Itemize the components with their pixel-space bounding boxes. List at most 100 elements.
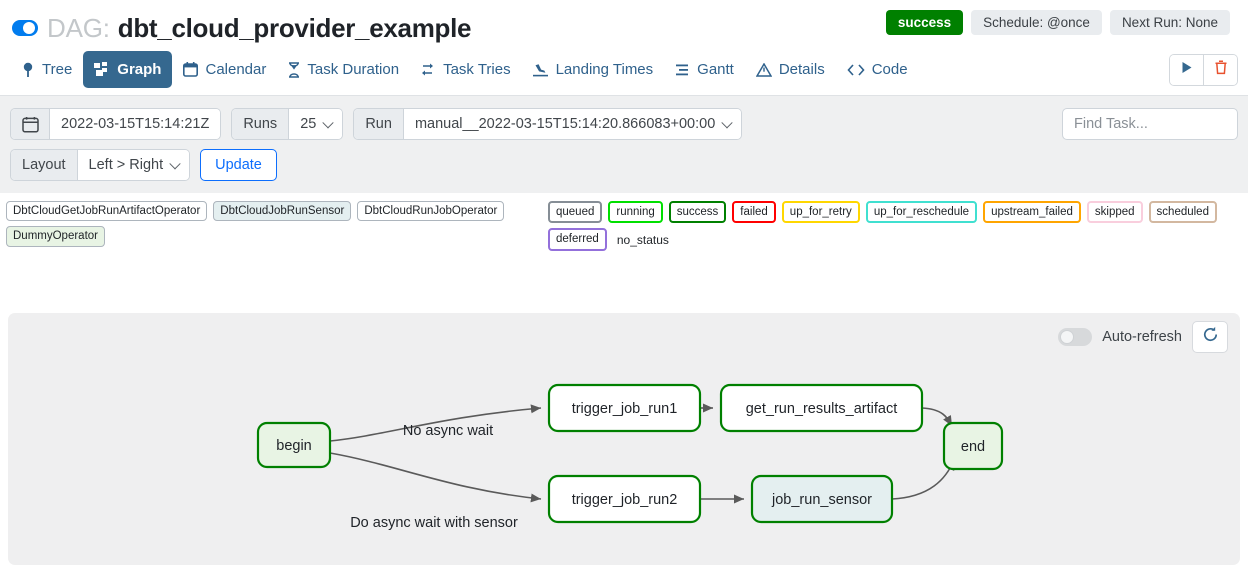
tab-label: Gantt bbox=[697, 61, 734, 78]
dag-graph-canvas[interactable]: No async wait Do async wait with sensor … bbox=[8, 313, 1240, 565]
legend-status-no-status: no_status bbox=[616, 232, 669, 247]
legend-status-queued[interactable]: queued bbox=[548, 201, 603, 224]
runs-label: Runs bbox=[232, 109, 290, 139]
refresh-button[interactable] bbox=[1192, 321, 1228, 353]
header-badges: success Schedule: @once Next Run: None bbox=[885, 10, 1236, 35]
tab-label: Tree bbox=[42, 61, 73, 78]
status-legend-row-1: queued running success failed up_for_ret… bbox=[548, 201, 1242, 224]
dag-node-trigger-job-run1[interactable]: trigger_job_run1 bbox=[547, 383, 702, 433]
tab-task-tries[interactable]: Task Tries bbox=[410, 51, 522, 88]
tab-task-duration[interactable]: Task Duration bbox=[277, 51, 410, 88]
operator-legend: DbtCloudGetJobRunArtifactOperator DbtClo… bbox=[6, 201, 536, 252]
trash-icon bbox=[1214, 60, 1228, 80]
graph-toolbar: Auto-refresh bbox=[1058, 321, 1228, 353]
dag-node-get-run-results-artifact[interactable]: get_run_results_artifact bbox=[719, 383, 924, 433]
dag-edges bbox=[329, 403, 955, 504]
dag-node-label: begin bbox=[276, 438, 311, 454]
tab-details[interactable]: Details bbox=[745, 51, 836, 88]
update-button[interactable]: Update bbox=[200, 149, 277, 181]
tab-graph[interactable]: Graph bbox=[83, 51, 173, 88]
page-title: dbt_cloud_provider_example bbox=[117, 12, 472, 43]
tab-label: Code bbox=[871, 61, 908, 78]
schedule-badge: Schedule: @once bbox=[971, 10, 1102, 35]
tab-code[interactable]: Code bbox=[836, 51, 919, 88]
run-select[interactable]: manual__2022-03-15T15:14:20.866083+00:00 bbox=[403, 109, 742, 139]
landing-icon bbox=[532, 63, 549, 77]
calendar-icon[interactable] bbox=[11, 109, 50, 139]
dag-action-buttons bbox=[1169, 53, 1238, 86]
tab-label: Landing Times bbox=[555, 61, 654, 78]
gantt-icon bbox=[675, 63, 690, 77]
operator-legend-row-2: DummyOperator bbox=[6, 226, 536, 247]
tree-icon bbox=[21, 62, 35, 78]
dag-header: DAG: dbt_cloud_provider_example success … bbox=[0, 0, 1248, 44]
dag-node-end[interactable]: end bbox=[942, 421, 1004, 471]
dag-node-label: trigger_job_run1 bbox=[572, 401, 678, 417]
run-label: Run bbox=[354, 109, 404, 139]
layout-group: Layout Left > Right bbox=[10, 149, 191, 181]
search-input[interactable]: Find Task... bbox=[1062, 108, 1238, 140]
base-date-input[interactable]: 2022-03-15T15:14:21Z bbox=[50, 109, 221, 139]
details-icon bbox=[755, 62, 772, 77]
dag-graph-panel: Auto-refresh No async wait bbox=[8, 313, 1240, 565]
legend-operator-chip[interactable]: DbtCloudRunJobOperator bbox=[357, 201, 505, 222]
dag-pause-toggle[interactable] bbox=[12, 20, 38, 36]
dag-prefix-label: DAG: bbox=[47, 12, 110, 43]
legend-operator-chip[interactable]: DbtCloudJobRunSensor bbox=[213, 201, 352, 222]
toolbar-row-bottom: Layout Left > Right Update bbox=[10, 149, 1238, 181]
dag-node-trigger-job-run2[interactable]: trigger_job_run2 bbox=[547, 474, 702, 524]
legend-status-success[interactable]: success bbox=[668, 201, 727, 224]
auto-refresh-label: Auto-refresh bbox=[1102, 329, 1182, 345]
status-badge: success bbox=[885, 10, 964, 35]
legend-status-up-for-reschedule[interactable]: up_for_reschedule bbox=[865, 201, 978, 224]
legend-status-skipped[interactable]: skipped bbox=[1086, 201, 1143, 224]
num-runs-select[interactable]: 25 bbox=[289, 109, 343, 139]
dag-node-label: job_run_sensor bbox=[771, 492, 872, 508]
retry-icon bbox=[421, 62, 436, 77]
dag-edge-labels: No async wait Do async wait with sensor bbox=[350, 423, 518, 531]
delete-dag-button[interactable] bbox=[1203, 54, 1237, 85]
run-group: Run manual__2022-03-15T15:14:20.866083+0… bbox=[353, 108, 743, 140]
auto-refresh-toggle[interactable] bbox=[1058, 328, 1093, 346]
edge-begin-trigger1 bbox=[329, 404, 542, 442]
edge-label-no-async-wait: No async wait bbox=[403, 423, 493, 439]
dag-controls-toolbar: 2022-03-15T15:14:21Z Runs 25 Run manual_… bbox=[0, 96, 1248, 193]
runs-group: Runs 25 bbox=[231, 108, 344, 140]
play-icon bbox=[1181, 61, 1193, 79]
dag-node-label: get_run_results_artifact bbox=[746, 401, 898, 417]
dag-node-label: trigger_job_run2 bbox=[572, 492, 678, 508]
calendar-icon bbox=[183, 62, 199, 77]
status-legend-row-2: deferred no_status bbox=[548, 228, 1242, 251]
dag-nodes: begin trigger_job_run1 get_run_results_a… bbox=[256, 383, 1004, 524]
edge-label-do-async-wait: Do async wait with sensor bbox=[350, 515, 518, 531]
refresh-icon bbox=[1202, 326, 1219, 348]
legend-status-up-for-retry[interactable]: up_for_retry bbox=[781, 201, 860, 224]
tab-label: Details bbox=[778, 61, 825, 78]
legend-status-running[interactable]: running bbox=[608, 201, 663, 224]
tab-label: Calendar bbox=[205, 61, 267, 78]
legend-status-deferred[interactable]: deferred bbox=[548, 228, 607, 251]
graph-legends: DbtCloudGetJobRunArtifactOperator DbtClo… bbox=[0, 193, 1248, 251]
graph-icon bbox=[94, 61, 110, 78]
layout-select[interactable]: Left > Right bbox=[77, 150, 190, 180]
dag-node-begin[interactable]: begin bbox=[256, 421, 332, 469]
toolbar-row-top: 2022-03-15T15:14:21Z Runs 25 Run manual_… bbox=[10, 108, 1238, 140]
tab-tree[interactable]: Tree bbox=[10, 51, 83, 88]
legend-status-failed[interactable]: failed bbox=[732, 201, 776, 224]
legend-operator-chip[interactable]: DummyOperator bbox=[6, 226, 105, 247]
dag-view-tabs: Tree Graph Calendar Task Duration Task T… bbox=[0, 44, 1248, 96]
tab-calendar[interactable]: Calendar bbox=[172, 51, 277, 88]
layout-label: Layout bbox=[11, 150, 78, 180]
tab-landing-times[interactable]: Landing Times bbox=[522, 51, 665, 88]
base-date-group: 2022-03-15T15:14:21Z bbox=[10, 108, 222, 140]
operator-legend-row-1: DbtCloudGetJobRunArtifactOperator DbtClo… bbox=[6, 201, 536, 222]
dag-node-job-run-sensor[interactable]: job_run_sensor bbox=[750, 474, 894, 524]
hourglass-icon bbox=[288, 61, 300, 78]
edge-sensor-end bbox=[891, 459, 955, 500]
legend-status-scheduled[interactable]: scheduled bbox=[1148, 201, 1217, 224]
legend-operator-chip[interactable]: DbtCloudGetJobRunArtifactOperator bbox=[6, 201, 208, 222]
tab-gantt[interactable]: Gantt bbox=[664, 51, 745, 88]
trigger-dag-button[interactable] bbox=[1170, 54, 1203, 85]
tab-label: Task Tries bbox=[443, 61, 511, 78]
legend-status-upstream-failed[interactable]: upstream_failed bbox=[983, 201, 1081, 224]
